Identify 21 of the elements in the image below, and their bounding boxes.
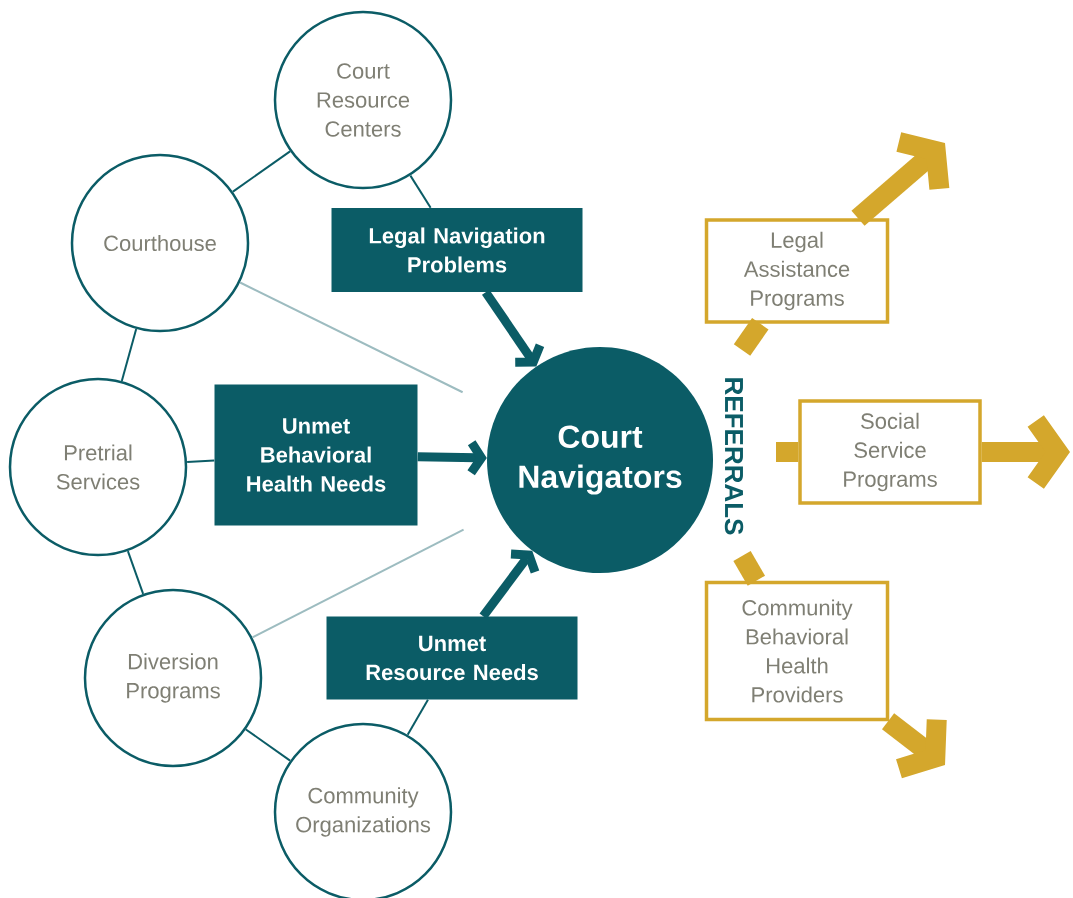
arrow <box>479 549 540 619</box>
referral-box: Social Service Programs <box>798 399 982 505</box>
problem-box: Unmet Resource Needs <box>326 616 578 700</box>
connector-line <box>776 442 799 462</box>
connector-line <box>733 318 769 356</box>
connector-line <box>406 698 429 736</box>
connector-line <box>186 459 216 464</box>
connector-line <box>126 550 145 595</box>
curved-label: REFERRALS <box>724 378 744 535</box>
connector-line <box>409 174 432 209</box>
problem-box: Legal Navigation Problems <box>331 208 583 292</box>
connector-line <box>251 528 465 639</box>
referral-box: Legal Assistance Programs <box>704 218 890 324</box>
connector-line <box>239 281 464 394</box>
connector-line <box>120 328 138 382</box>
problem-box: Unmet Behavioral Health Needs <box>214 384 418 526</box>
connector-line <box>231 150 292 193</box>
referral-box: Community Behavioral Health Providers <box>704 580 890 722</box>
connector-line <box>244 728 292 762</box>
connector-line <box>733 550 766 586</box>
arrow <box>482 289 545 367</box>
